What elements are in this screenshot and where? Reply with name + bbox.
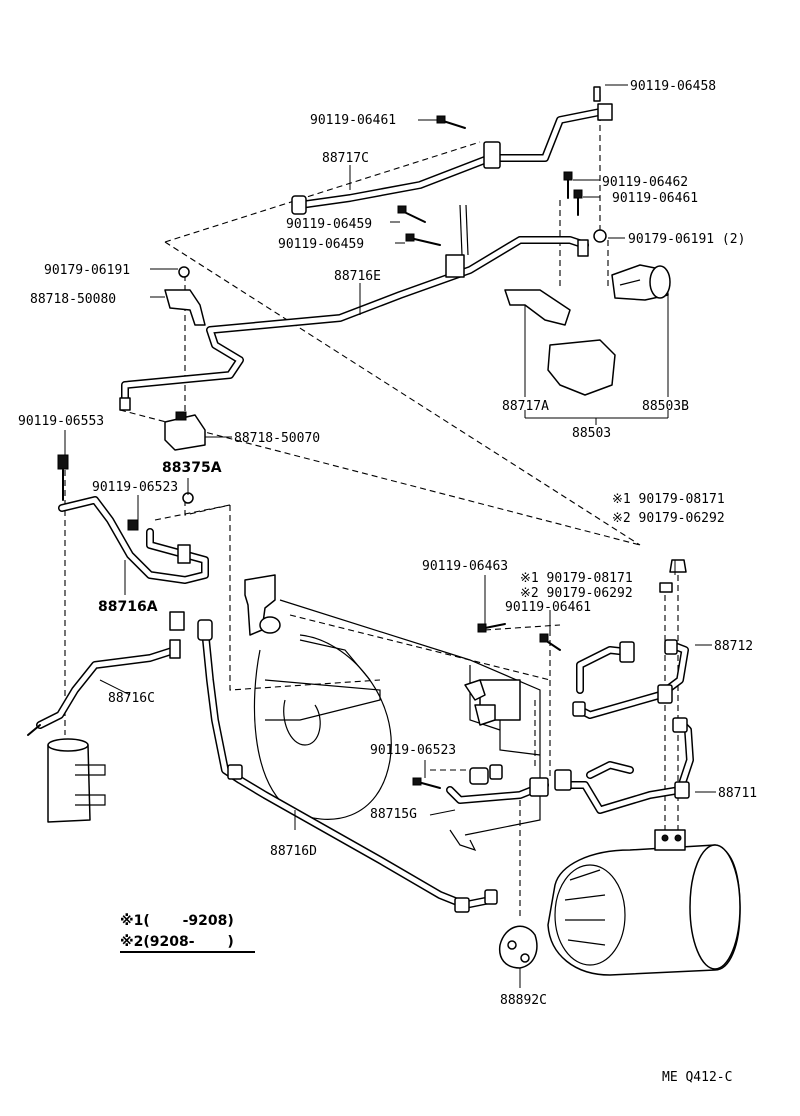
reference-code: ME Q412-C	[662, 1070, 732, 1085]
label-note1-90179-08171-b: ※1 90179-08171	[520, 571, 633, 586]
label-88718-50080: 88718-50080	[30, 292, 116, 307]
pipe-88717c	[291, 86, 613, 215]
label-88718-50070: 88718-50070	[234, 431, 320, 446]
bracket-88718-50080	[164, 289, 206, 326]
label-88716a: 88716A	[98, 599, 158, 615]
evaporator-housing	[244, 574, 541, 836]
label-88717a: 88717A	[502, 399, 549, 414]
label-88717c: 88717C	[322, 151, 369, 166]
label-88892c: 88892C	[500, 993, 547, 1008]
label-88716e: 88716E	[334, 269, 381, 284]
pipe-88716e	[119, 204, 589, 411]
receiver-drier	[27, 611, 185, 823]
label-88503b: 88503B	[642, 399, 689, 414]
pipe-88711	[554, 717, 694, 814]
legend-note-2: ※2(9208- )	[120, 934, 234, 950]
label-88715g: 88715G	[370, 807, 417, 822]
label-88716c: 88716C	[108, 691, 155, 706]
compressor	[547, 829, 741, 976]
pipe-88712	[572, 639, 689, 719]
label-88716d: 88716D	[270, 844, 317, 859]
bolts-top	[178, 115, 607, 504]
pipe-88715g	[412, 764, 549, 852]
leader-lines	[64, 84, 716, 988]
label-90119-06458: 90119-06458	[630, 79, 716, 94]
label-note2-90179-06292-b: ※2 90179-06292	[520, 586, 633, 601]
label-90179-06191-2: 90179-06191 (2)	[628, 232, 745, 247]
assembly-88503	[504, 264, 671, 396]
label-90119-06459-b: 90119-06459	[278, 237, 364, 252]
pipe-88716d	[197, 619, 498, 913]
label-note2-90179-06292: ※2 90179-06292	[612, 511, 725, 526]
gasket-88892c	[498, 925, 538, 969]
part-labels: 90119-06458 90119-06461 88717C 90119-064…	[18, 79, 757, 1085]
label-90119-06461-b: 90119-06461	[612, 191, 698, 206]
label-88375a: 88375A	[162, 460, 222, 476]
label-90119-06553: 90119-06553	[18, 414, 104, 429]
label-88712: 88712	[714, 639, 753, 654]
label-88503: 88503	[572, 426, 611, 441]
label-90119-06459-a: 90119-06459	[286, 217, 372, 232]
label-88711: 88711	[718, 786, 757, 801]
label-note1-90179-08171: ※1 90179-08171	[612, 492, 725, 507]
label-90119-06461-c: 90119-06461	[505, 600, 591, 615]
label-90119-06463: 90119-06463	[422, 559, 508, 574]
bolts-right	[477, 559, 687, 651]
pipe-88716a	[57, 454, 209, 584]
label-90179-06191: 90179-06191	[44, 263, 130, 278]
label-90119-06462: 90119-06462	[602, 175, 688, 190]
bracket-88718-50070	[164, 411, 206, 451]
label-90119-06523-b: 90119-06523	[370, 743, 456, 758]
label-90119-06461-top: 90119-06461	[310, 113, 396, 128]
legend-note-1: ※1( -9208)	[120, 913, 234, 929]
label-90119-06523-a: 90119-06523	[92, 480, 178, 495]
